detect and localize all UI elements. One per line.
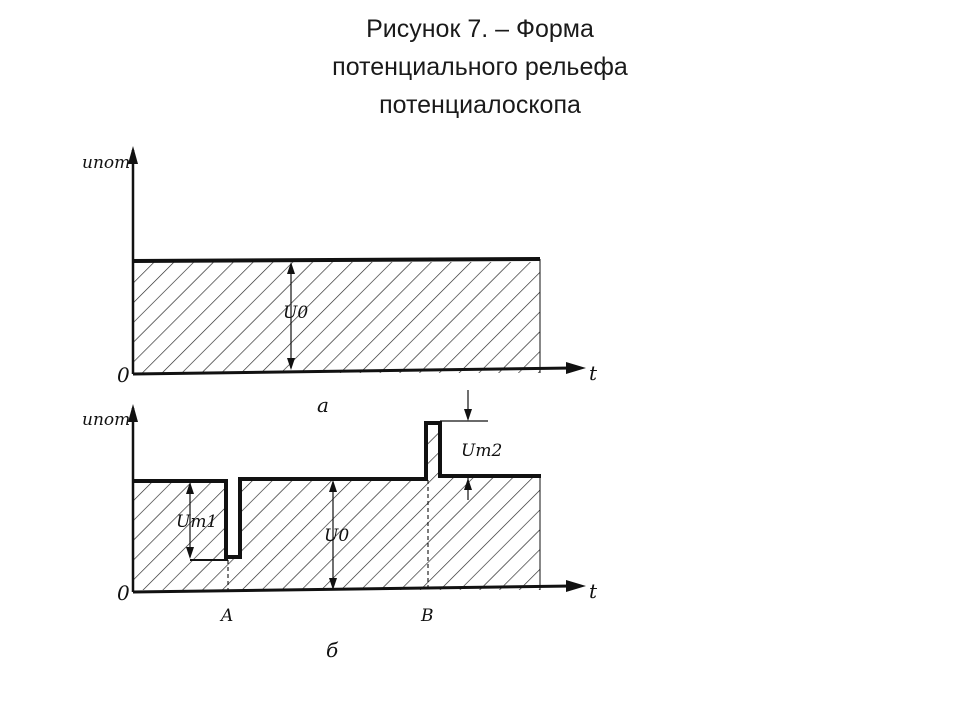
diagram-a-panel-label: а bbox=[317, 393, 329, 417]
diagram-b-x-label: t bbox=[589, 579, 598, 603]
diagram-b-u0-arrow-down-icon bbox=[329, 578, 337, 590]
diagram-a-y-arrow-icon bbox=[128, 146, 138, 164]
diagram-b-um1-arrow-up-icon bbox=[186, 482, 194, 494]
diagram-b-u0-label: U0 bbox=[324, 526, 349, 546]
diagram-a-level-line bbox=[132, 257, 541, 263]
diagram-a-hatched-area bbox=[134, 262, 540, 373]
diagram-b-y-arrow-icon bbox=[128, 404, 138, 422]
diagram-b-origin-label: 0 bbox=[117, 581, 130, 605]
diagram-b-um2-arrow-bottom-icon bbox=[464, 478, 472, 490]
diagram-a-x-arrow-icon bbox=[566, 362, 586, 374]
diagram-b-u0-arrow-up-icon bbox=[329, 480, 337, 492]
diagram-a-origin-label: 0 bbox=[117, 363, 130, 387]
title-line-2: потенциального рельефа bbox=[332, 53, 628, 81]
diagram-b-x-arrow-icon bbox=[566, 580, 586, 592]
diagram-b-um2-arrow-top-icon bbox=[464, 409, 472, 421]
diagram-b-point-a-label: A bbox=[219, 606, 233, 626]
diagram-b-um1-label: Um1 bbox=[176, 512, 217, 532]
diagram-b-point-b-label: B bbox=[420, 606, 434, 626]
diagram-b-um2-label: Um2 bbox=[461, 441, 502, 461]
diagram-b-panel-label: б bbox=[326, 638, 339, 662]
diagram-a: uпот t 0 U0 а bbox=[82, 146, 598, 417]
title-line-3: потенциалоскопа bbox=[379, 91, 581, 119]
diagram-b-x-axis bbox=[132, 584, 573, 594]
diagram-a-u0-arrow-up-icon bbox=[287, 262, 295, 274]
diagram-a-y-label: uпот bbox=[82, 153, 130, 173]
diagram-b: uпот t 0 Um1 U0 Um2 A B б bbox=[82, 390, 598, 662]
diagram-a-x-axis bbox=[132, 366, 573, 376]
diagram-b-um1-arrow-down-icon bbox=[186, 547, 194, 559]
diagram-a-u0-arrow-down-icon bbox=[287, 358, 295, 370]
diagram-b-y-label: uпот bbox=[82, 410, 130, 430]
diagram-a-x-label: t bbox=[589, 361, 598, 385]
diagram-b-relief-line bbox=[133, 421, 541, 559]
slide-title: Рисунок 7. – Форма потенциального рельеф… bbox=[280, 10, 680, 124]
diagram-a-u0-label: U0 bbox=[283, 303, 308, 323]
title-line-1: Рисунок 7. – Форма bbox=[366, 15, 594, 43]
